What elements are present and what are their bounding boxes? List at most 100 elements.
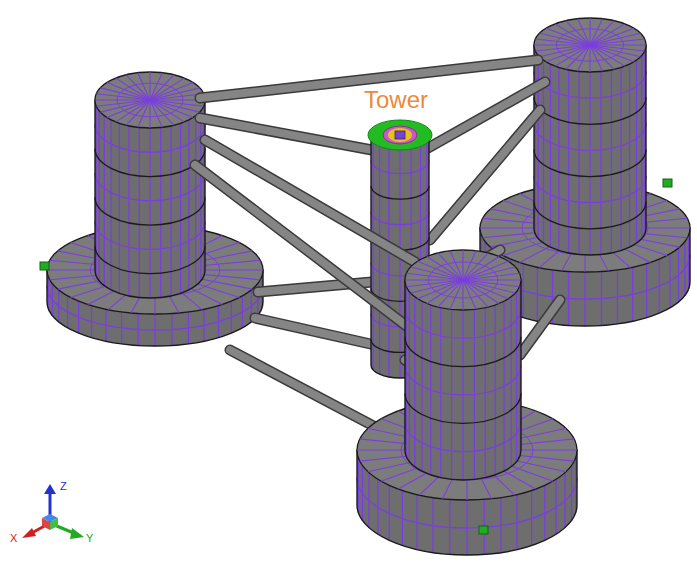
mesh-line <box>150 88 200 100</box>
mesh-ring <box>95 221 205 249</box>
cylinder-outline <box>95 100 205 298</box>
mesh-line <box>611 70 612 253</box>
mesh-ring <box>405 365 521 395</box>
mesh-ring <box>95 246 205 274</box>
mesh-line <box>100 100 150 112</box>
brace <box>195 165 425 340</box>
mesh-line <box>399 148 400 378</box>
brace-outline <box>428 82 545 148</box>
mesh-line <box>578 71 579 254</box>
mesh-line <box>188 120 189 290</box>
mesh-line <box>558 67 559 250</box>
cylinder-top <box>534 18 646 72</box>
mesh-ring <box>371 161 429 174</box>
mesh-ring <box>95 173 205 201</box>
mesh-line <box>139 127 140 297</box>
mesh-line <box>589 72 590 255</box>
brace-outline <box>520 300 560 355</box>
brace <box>255 318 375 345</box>
mesh-line <box>126 75 150 100</box>
brace <box>430 110 540 240</box>
column <box>405 250 521 480</box>
mesh-line <box>636 60 637 243</box>
mesh-line <box>450 251 463 280</box>
mesh-line <box>463 280 488 307</box>
brace-outline <box>200 118 372 150</box>
mesh-line <box>138 73 150 100</box>
mesh-line <box>388 147 389 377</box>
axis-cube <box>42 518 50 530</box>
mesh-line <box>150 100 162 127</box>
marker <box>40 262 49 270</box>
brace <box>520 300 560 355</box>
cylinder-outline <box>405 280 521 480</box>
mesh-line <box>180 123 181 293</box>
column <box>95 72 205 298</box>
mesh-line <box>150 100 174 125</box>
mesh-line <box>578 19 590 45</box>
mesh-line <box>463 279 521 280</box>
axis-label: X <box>10 532 17 544</box>
brace-outline <box>430 110 540 240</box>
mesh-line <box>149 100 150 128</box>
axis-cube <box>50 518 58 530</box>
mesh-ring <box>405 393 521 423</box>
mesh-ring <box>534 176 646 203</box>
marker <box>479 526 488 534</box>
cylinder-body <box>95 100 205 298</box>
mesh-ring <box>534 150 646 177</box>
mesh-line <box>566 21 590 45</box>
mesh-ring <box>405 337 521 367</box>
mesh-line <box>590 33 640 45</box>
cylinder-outline <box>534 45 646 255</box>
mesh-line <box>600 71 601 254</box>
mesh-line <box>535 45 590 51</box>
mesh-ring <box>405 422 521 452</box>
cylinder-top <box>95 72 205 128</box>
mesh-ring <box>371 212 429 225</box>
mesh-line <box>463 267 515 280</box>
mesh-line <box>462 280 463 310</box>
mesh-line <box>629 64 630 247</box>
mesh-line <box>170 126 171 296</box>
tower-base <box>395 131 405 139</box>
axis-label: Y <box>86 532 93 544</box>
cylinder-top <box>405 250 521 310</box>
mesh-line <box>590 45 602 71</box>
mesh-ring <box>405 308 521 338</box>
mesh-line <box>149 128 150 298</box>
axis-label: Z <box>60 480 67 492</box>
mesh-ring <box>534 202 646 229</box>
mesh-line <box>128 126 129 296</box>
mesh-ring <box>95 197 205 225</box>
tower-ring <box>383 126 417 144</box>
axis-arrow <box>44 484 56 494</box>
mesh-line <box>405 279 463 280</box>
tower-ring <box>388 128 412 142</box>
cylinder-body <box>534 45 646 255</box>
mesh-ring <box>428 262 498 298</box>
axis-arrow <box>22 528 36 538</box>
mesh-line <box>373 140 374 370</box>
brace-outline <box>195 165 425 340</box>
part-label: Tower <box>364 86 428 114</box>
mesh-ring <box>534 97 646 124</box>
brace-outline <box>255 318 375 345</box>
marker <box>663 179 672 187</box>
mesh-ring <box>371 186 429 199</box>
mesh-line <box>379 144 380 374</box>
column <box>534 18 646 255</box>
mesh-line <box>406 280 463 287</box>
mesh-line <box>590 39 645 45</box>
mesh-ring <box>117 83 183 117</box>
mesh-line <box>438 253 463 280</box>
mesh-ring <box>95 149 205 177</box>
brace <box>200 118 372 150</box>
mesh-ring <box>534 123 646 150</box>
mesh-line <box>568 70 569 253</box>
mesh-line <box>463 280 476 309</box>
mesh-line <box>160 127 161 297</box>
mesh-line <box>110 120 111 290</box>
mesh-line <box>589 45 590 72</box>
mesh-ring <box>556 29 623 61</box>
